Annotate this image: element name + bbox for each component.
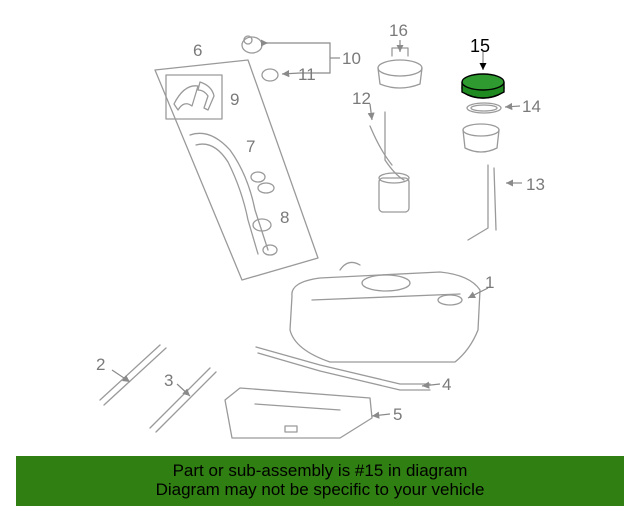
callout-2: 2 <box>96 355 105 374</box>
fuel-pump-assembly <box>367 103 410 213</box>
callout-14: 14 <box>522 97 541 116</box>
line-part-4 <box>255 346 441 391</box>
callout-6: 6 <box>193 41 202 60</box>
fuel-tank-part-1 <box>289 261 489 363</box>
callout-3: 3 <box>164 371 173 390</box>
seal-part-14 <box>466 102 521 114</box>
callout-9: 9 <box>230 90 239 109</box>
callout-5: 5 <box>393 405 402 424</box>
callout-10: 10 <box>342 49 361 68</box>
banner-line-1: Part or sub-assembly is #15 in diagram <box>172 461 468 480</box>
straps <box>99 344 217 433</box>
callout-12: 12 <box>352 89 371 108</box>
callout-16: 16 <box>389 21 408 40</box>
callout-11: 11 <box>298 65 316 84</box>
callout-8: 8 <box>280 208 289 227</box>
info-banner: Part or sub-assembly is #15 in diagram D… <box>16 456 624 506</box>
banner-line-2: Diagram may not be specific to your vehi… <box>155 480 485 499</box>
filler-neck-group <box>154 59 319 281</box>
fuel-pump-top <box>377 40 423 89</box>
shield-part-5 <box>224 387 391 439</box>
lock-ring-part-15 <box>461 52 505 99</box>
vent-parts <box>241 35 340 82</box>
parts-diagram: 1 2 3 4 5 6 7 8 9 10 11 12 13 14 15 16 <box>96 21 545 439</box>
callout-7: 7 <box>246 137 255 156</box>
sender-part-13 <box>462 123 522 241</box>
callout-4: 4 <box>442 375 451 394</box>
callout-1: 1 <box>485 273 494 292</box>
callout-13: 13 <box>526 175 545 194</box>
callout-15: 15 <box>470 36 490 56</box>
